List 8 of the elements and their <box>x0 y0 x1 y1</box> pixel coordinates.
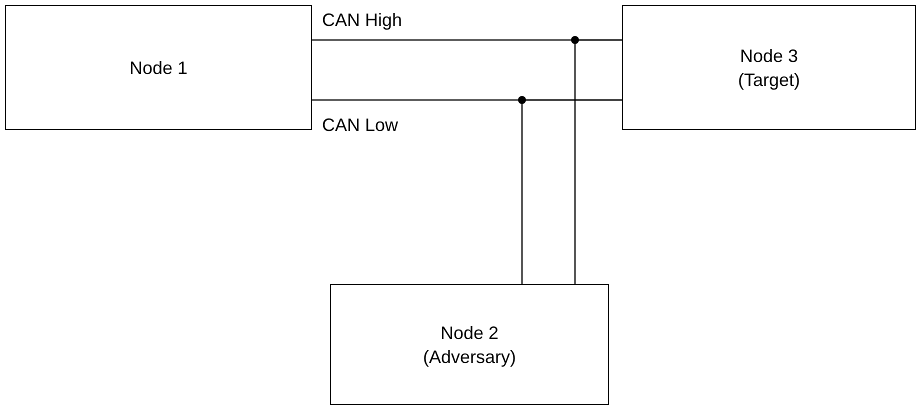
node-box <box>5 5 312 130</box>
node-label: Node 2 <box>440 322 499 344</box>
node-box <box>330 284 609 405</box>
node-label: Node 3 <box>740 44 798 68</box>
node-box <box>622 5 916 130</box>
node-label: Node 1 <box>129 56 188 80</box>
node-label: (Adversary) <box>422 346 516 368</box>
node-label: (Target) <box>738 68 800 92</box>
